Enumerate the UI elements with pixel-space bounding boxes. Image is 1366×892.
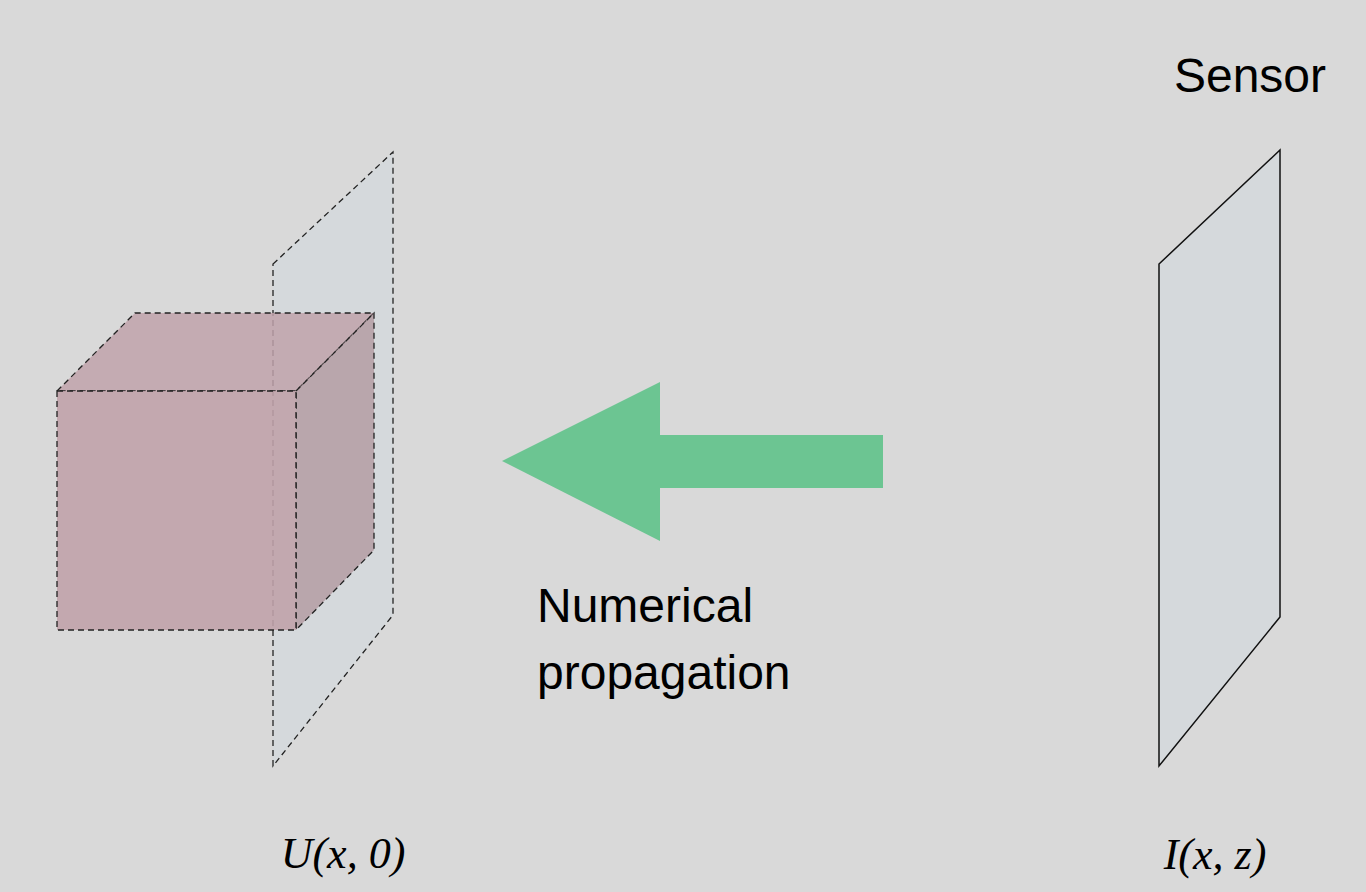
- sensor-node: SensorI(x, z): [1120, 30, 1366, 892]
- propagation-arrow: [502, 382, 883, 541]
- object-cube: [57, 313, 374, 630]
- field-label: U(x, 0): [281, 829, 406, 880]
- object-plane-node: U(x, 0): [230, 140, 460, 892]
- sensor-plane: [1159, 150, 1280, 766]
- arrow-label: Numerical propagation: [537, 572, 897, 706]
- intensity-label: I(x, z): [1164, 830, 1267, 881]
- sensor-title: Sensor: [1174, 48, 1326, 103]
